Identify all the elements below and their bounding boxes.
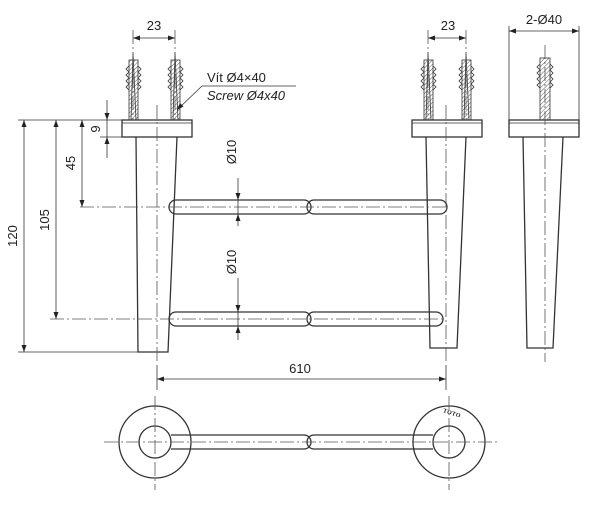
side-view [508, 26, 580, 362]
dim-side-anchor: 2-Ø40 [526, 12, 562, 27]
dim-lower-bar-height: 105 [37, 209, 52, 231]
dimension-upper-diameter: Ø10 [224, 140, 241, 226]
screw-note-english: Screw Ø4x40 [207, 88, 286, 103]
dim-upper-bar-height: 45 [63, 156, 78, 170]
dim-overall-height: 120 [5, 225, 20, 247]
dim-flange-thickness: 9 [88, 125, 103, 132]
dimension-side-diameter: 2-Ø40 [509, 12, 579, 34]
dim-left-anchor-spacing: 23 [147, 18, 161, 33]
dimension-23-right: 23 [428, 18, 466, 41]
lower-towel-bar [50, 311, 446, 327]
dimension-23-left: 23 [133, 18, 175, 41]
left-wall-anchors [125, 30, 184, 121]
brand-logo: TOTO [442, 408, 461, 419]
dimension-610: 610 [156, 361, 447, 390]
right-mounting-post [411, 105, 483, 362]
dim-lower-bar-diameter: Ø10 [224, 250, 239, 275]
dim-upper-bar-diameter: Ø10 [224, 140, 239, 165]
dimension-105: 105 [37, 120, 59, 319]
dimension-lower-diameter: Ø10 [224, 250, 241, 340]
left-mounting-post [121, 105, 193, 362]
upper-towel-bar [80, 199, 448, 215]
dim-overall-width: 610 [289, 361, 311, 376]
dim-right-anchor-spacing: 23 [441, 18, 455, 33]
front-view [18, 30, 483, 362]
dimension-120: 120 [5, 120, 27, 352]
screw-callout: Vít Ø4×40 Screw Ø4x40 [176, 70, 296, 111]
screw-note-vietnamese: Vít Ø4×40 [207, 70, 266, 85]
top-view: TOTO [104, 396, 498, 490]
dimension-45: 45 [63, 120, 85, 207]
dimension-9: 9 [88, 100, 110, 158]
right-wall-anchors [420, 30, 475, 121]
